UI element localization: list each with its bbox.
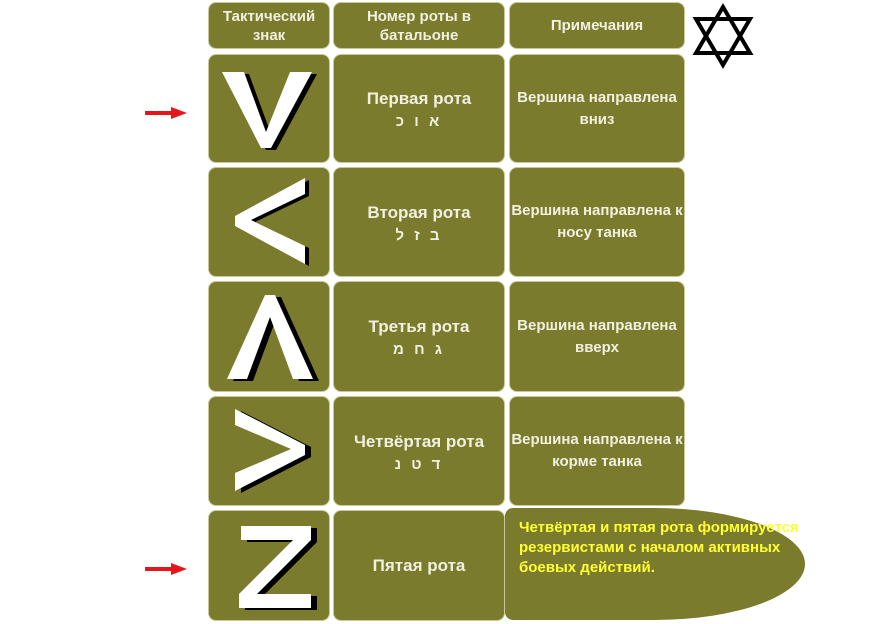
note-cell: Вершина направлена вниз xyxy=(510,55,684,162)
hebrew-letters: א ו כ xyxy=(395,113,443,130)
company-name: Пятая рота xyxy=(372,555,466,575)
red-arrow-icon xyxy=(145,563,187,575)
note-cell: Вершина направлена к корме танка xyxy=(510,397,684,505)
company-cell: Пятая рота xyxy=(334,511,504,620)
reserve-note-callout: Четвёртая и пятая рота формируется резер… xyxy=(505,508,805,620)
v-symbol-icon xyxy=(222,71,317,150)
company-name: Первая рота xyxy=(366,89,472,108)
company-name: Вторая рота xyxy=(367,202,471,222)
red-arrow-icon xyxy=(145,107,187,119)
company-cell: Первая рота א ו כ xyxy=(334,55,504,162)
hebrew-letters: ב ז ל xyxy=(395,226,443,244)
right-chevron-symbol-icon xyxy=(235,409,311,493)
symbol-lt-cell xyxy=(209,168,329,276)
header-company-number: Номер роты в батальоне xyxy=(334,3,504,48)
header-tactical-sign: Тактический знак xyxy=(209,3,329,48)
symbol-z-cell xyxy=(209,511,329,620)
hebrew-letters: ג ח מ xyxy=(393,341,445,358)
note-cell: Вершина направлена вверх xyxy=(510,282,684,391)
symbol-gt-cell xyxy=(209,397,329,505)
star-of-david-icon xyxy=(692,3,754,69)
header-notes: Примечания xyxy=(510,3,684,48)
left-chevron-symbol-icon xyxy=(235,178,309,266)
z-symbol-icon xyxy=(239,525,317,610)
company-name: Третья рота xyxy=(368,317,470,336)
company-name: Четвёртая рота xyxy=(353,431,485,451)
symbol-v-cell xyxy=(209,55,329,162)
symbol-lambda-cell xyxy=(209,282,329,391)
lambda-symbol-icon xyxy=(227,294,319,381)
note-cell: Вершина направлена к носу танка xyxy=(510,168,684,276)
company-cell: Вторая рота ב ז ל xyxy=(334,168,504,276)
company-cell: Четвёртая рота ד ט נ xyxy=(334,397,504,505)
company-cell: Третья рота ג ח מ xyxy=(334,282,504,391)
hebrew-letters: ד ט נ xyxy=(394,455,444,473)
